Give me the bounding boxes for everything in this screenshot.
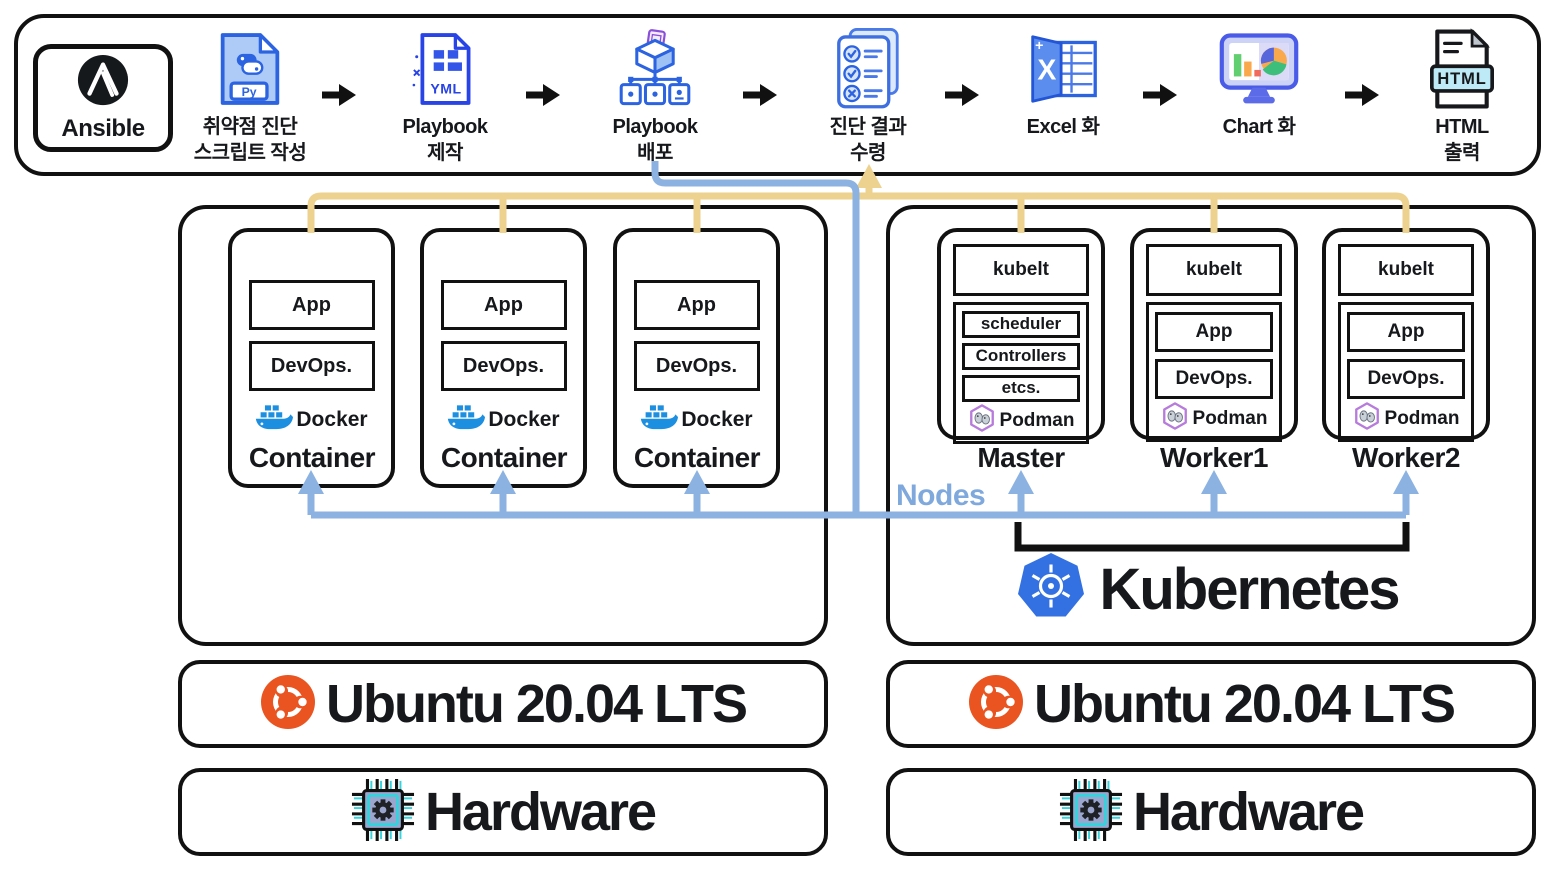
- ubuntu-box-right: Ubuntu 20.04 LTS: [886, 660, 1536, 748]
- html-file-icon: HTML: [1430, 24, 1494, 114]
- container-label: Container: [248, 442, 376, 473]
- flow-arrow-icon: [322, 84, 356, 111]
- docker-label: Docker: [681, 408, 753, 431]
- hardware-label: Hardware: [1132, 782, 1365, 842]
- etcd-box: etcs.: [962, 374, 1080, 402]
- ansible-box: Ansible: [33, 44, 173, 152]
- flow-arrow-icon: [945, 84, 979, 111]
- worker-components-group: App DevOps. Podman: [1146, 302, 1282, 442]
- podman-icon: [968, 404, 996, 438]
- container-box-1: App DevOps. Docker: [228, 228, 395, 488]
- flow-arrow-icon: [526, 84, 560, 111]
- ubuntu-label: Ubuntu 20.04 LTS: [325, 674, 748, 734]
- step-chart: Chart 화: [1169, 24, 1349, 140]
- podman-label: Podman: [1384, 408, 1460, 429]
- worker2-node-box: kubelt App DevOps. Podman: [1322, 228, 1490, 442]
- flow-arrow-icon: [743, 84, 777, 111]
- nodes-label: Nodes: [896, 479, 986, 512]
- ansible-logo-icon: [76, 54, 130, 113]
- svg-text:+: +: [1035, 38, 1043, 54]
- container-label: Container: [440, 442, 568, 473]
- svg-text:X: X: [1037, 54, 1056, 86]
- ubuntu-logo-icon: [968, 674, 1024, 735]
- controllers-box: Controllers: [962, 342, 1080, 370]
- checklist-icon: [835, 24, 901, 114]
- ubuntu-label: Ubuntu 20.04 LTS: [1033, 674, 1456, 734]
- cpu-chip-icon: [351, 778, 415, 847]
- devops-box: DevOps.: [440, 341, 567, 391]
- podman-icon: [1353, 402, 1381, 436]
- docker-icon: [640, 402, 679, 438]
- kubernetes-logo-icon: [1015, 551, 1087, 628]
- ubuntu-box-left: Ubuntu 20.04 LTS: [178, 660, 828, 748]
- hardware-box-right: Hardware: [886, 768, 1536, 856]
- worker2-label: Worker2: [1351, 442, 1461, 473]
- step-label: Chart 화: [1222, 116, 1296, 138]
- devops-box: DevOps.: [1155, 358, 1273, 399]
- podman-label: Podman: [1192, 408, 1268, 429]
- ansible-label: Ansible: [61, 114, 145, 142]
- svg-text:HTML: HTML: [1437, 70, 1486, 88]
- svg-text:Py: Py: [242, 85, 257, 99]
- worker1-node-box: kubelt App DevOps. Podman: [1130, 228, 1298, 442]
- kubernetes-row: Kubernetes: [886, 548, 1528, 630]
- kubernetes-label: Kubernetes: [1099, 556, 1400, 622]
- worker-components-group: App DevOps. Podman: [1338, 302, 1474, 442]
- container-label: Container: [633, 442, 761, 473]
- app-box: App: [633, 280, 760, 330]
- app-box: App: [248, 280, 375, 330]
- master-components-group: scheduler Controllers etcs. Podman: [953, 302, 1089, 444]
- excel-icon: X +: [1027, 24, 1099, 114]
- docker-label: Docker: [296, 408, 368, 431]
- hardware-box-left: Hardware: [178, 768, 828, 856]
- app-box: App: [440, 280, 567, 330]
- ubuntu-logo-icon: [260, 674, 316, 735]
- scheduler-box: scheduler: [962, 310, 1080, 338]
- devops-box: DevOps.: [248, 341, 375, 391]
- podman-label: Podman: [999, 410, 1075, 431]
- deploy-icon: [616, 24, 694, 114]
- python-file-icon: Py: [217, 24, 283, 114]
- chart-icon: [1219, 24, 1299, 114]
- kubelet-box: kubelt: [1146, 244, 1282, 296]
- docker-icon: [447, 402, 486, 438]
- cpu-chip-icon: [1059, 778, 1123, 847]
- kubelet-box: kubelt: [953, 244, 1089, 296]
- devops-box: DevOps.: [633, 341, 760, 391]
- worker1-label: Worker1: [1159, 442, 1269, 473]
- master-label: Master: [977, 442, 1065, 473]
- app-box: App: [1155, 311, 1273, 352]
- hardware-label: Hardware: [424, 782, 657, 842]
- docker-icon: [255, 402, 294, 438]
- step-excel: X + Excel 화: [973, 24, 1153, 140]
- flow-arrow-icon: [1143, 84, 1177, 111]
- container-box-2: App DevOps. Docker: [420, 228, 587, 488]
- kubelet-box: kubelt: [1338, 244, 1474, 296]
- docker-label: Docker: [488, 408, 560, 431]
- devops-box: DevOps.: [1347, 358, 1465, 399]
- podman-icon: [1161, 402, 1189, 436]
- svg-text:YML: YML: [430, 81, 461, 97]
- master-node-box: kubelt scheduler Controllers etcs. Podma…: [937, 228, 1105, 444]
- step-label: Excel 화: [1026, 116, 1100, 138]
- flow-arrow-icon: [1345, 84, 1379, 111]
- app-box: App: [1347, 311, 1465, 352]
- yml-file-icon: YML: [412, 24, 478, 114]
